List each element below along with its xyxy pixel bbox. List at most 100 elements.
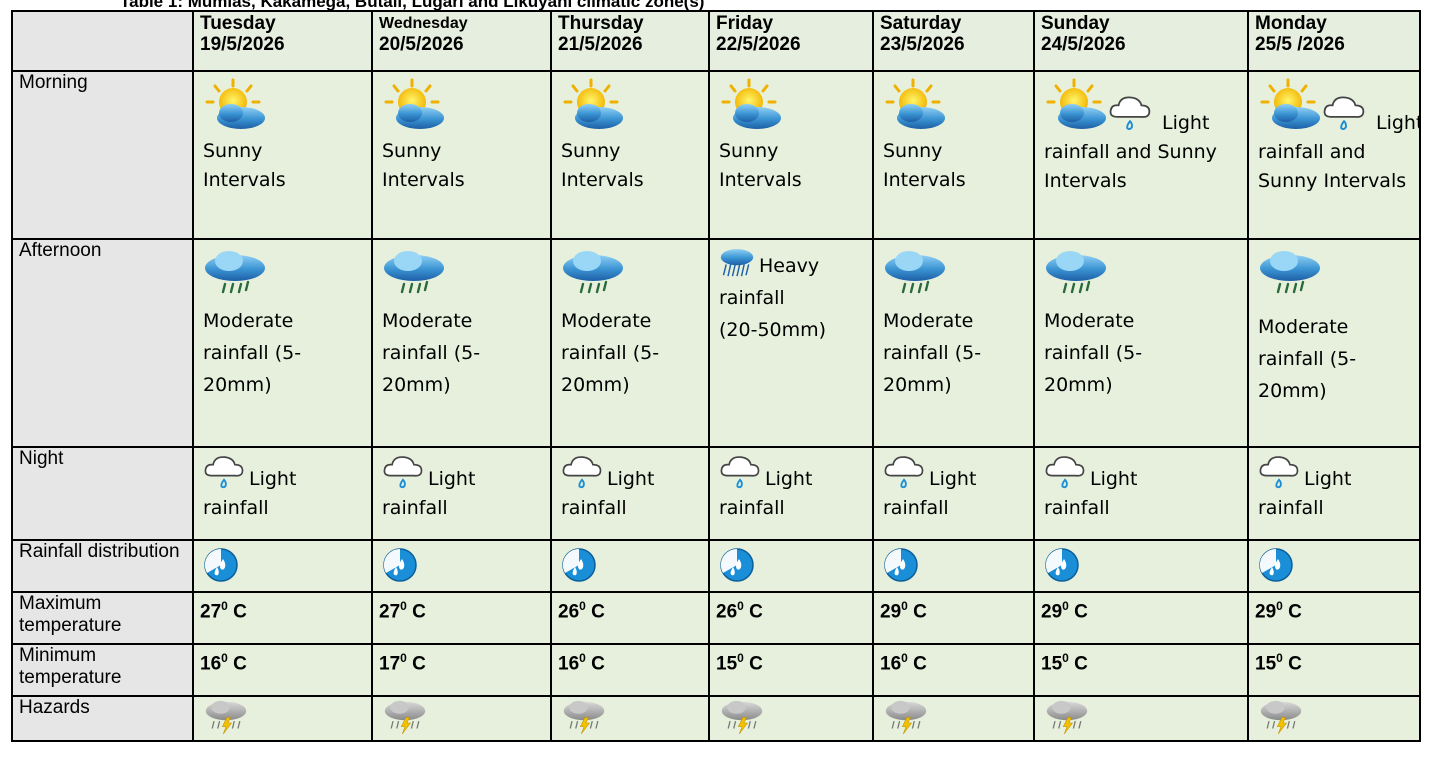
min-temp-cell-wednesday: 170 C	[371, 643, 552, 697]
sunny-intervals-icon	[382, 78, 549, 137]
morning-text: Sunny Intervals	[719, 140, 802, 191]
afternoon-cell-friday: Heavy rainfall (20-50mm)	[708, 238, 874, 448]
day-name: Sunday	[1041, 13, 1110, 34]
morning-cell-thursday: Sunny Intervals	[550, 70, 710, 240]
sunny-intervals-icon	[1044, 78, 1108, 137]
min-temp-value: 16	[558, 653, 580, 675]
afternoon-text: Moderate rainfall (5-20mm)	[883, 310, 982, 396]
degree-sign: 0	[579, 651, 586, 665]
day-date: 22/5/2026	[716, 34, 801, 55]
day-name: Monday	[1255, 13, 1327, 34]
hazards-cell-tuesday	[192, 695, 373, 742]
max-temp-cell-wednesday: 270 C	[371, 591, 552, 645]
min-temp-cell-tuesday: 160 C	[192, 643, 373, 697]
thunderstorm-hazard-icon	[1044, 699, 1246, 739]
rainfall-distribution-icon	[719, 547, 871, 588]
degree-sign: 0	[1276, 651, 1283, 665]
afternoon-cell-thursday: Moderate rainfall (5-20mm)	[550, 238, 710, 448]
hazards-cell-sunday	[1033, 695, 1249, 742]
afternoon-cell-saturday: Moderate rainfall (5-20mm)	[872, 238, 1035, 448]
morning-text: Sunny Intervals	[561, 140, 644, 191]
rainfall-distribution-icon	[203, 547, 370, 588]
min-temp-value: 15	[1041, 653, 1063, 675]
degree-sign: 0	[1062, 599, 1069, 613]
rainfall-distribution-cell-wednesday	[371, 539, 552, 593]
moderate-rain-icon	[883, 248, 1032, 305]
degree-sign: 0	[737, 599, 744, 613]
max-temp-cell-monday: 290 C	[1247, 591, 1421, 645]
temp-unit: C	[1288, 601, 1302, 623]
light-rain-icon	[883, 452, 1032, 495]
night-text: Light rainfall	[1258, 468, 1352, 519]
temp-unit: C	[749, 653, 763, 675]
morning-cell-saturday: Sunny Intervals	[872, 70, 1035, 240]
night-cell-friday: Light rainfall	[708, 446, 874, 541]
temp-unit: C	[591, 653, 605, 675]
night-text: Light rainfall	[719, 468, 813, 519]
morning-text-block: Light rainfall and Sunny Intervals	[1044, 109, 1229, 196]
max-temp-value: 27	[379, 601, 401, 623]
min-temp-value: 17	[379, 653, 401, 675]
night-cell-tuesday: Light rainfall	[192, 446, 373, 541]
temp-unit: C	[591, 601, 605, 623]
night-text: Light rainfall	[382, 468, 476, 519]
rainfall-distribution-cell-sunday	[1033, 539, 1249, 593]
morning-text: Light rainfall and Sunny Intervals	[1044, 112, 1217, 192]
temp-unit: C	[233, 653, 247, 675]
morning-cell-wednesday: Sunny Intervals	[371, 70, 552, 240]
row-label-hazards: Hazards	[11, 695, 194, 742]
morning-cell-tuesday: Sunny Intervals	[192, 70, 373, 240]
temp-unit: C	[1288, 653, 1302, 675]
sunny-intervals-icon	[1258, 78, 1322, 137]
degree-sign: 0	[400, 599, 407, 613]
row-label-rainfall-distribution: Rainfall distribution	[11, 539, 194, 593]
row-label-maximum-temperature: Maximum temperature	[11, 591, 194, 645]
temp-unit: C	[412, 653, 426, 675]
temp-unit: C	[913, 601, 927, 623]
max-temp-cell-sunday: 290 C	[1033, 591, 1249, 645]
afternoon-text: Moderate rainfall (5-20mm)	[382, 310, 481, 396]
min-temp-value: 15	[716, 653, 738, 675]
morning-text: Sunny Intervals	[203, 140, 286, 191]
hazards-cell-thursday	[550, 695, 710, 742]
max-temp-value: 29	[880, 601, 902, 623]
max-temp-cell-saturday: 290 C	[872, 591, 1035, 645]
night-cell-saturday: Light rainfall	[872, 446, 1035, 541]
temp-unit: C	[1074, 601, 1088, 623]
degree-sign: 0	[737, 651, 744, 665]
day-name: Tuesday	[200, 13, 276, 34]
light-rain-icon	[561, 452, 707, 495]
max-temp-cell-thursday: 260 C	[550, 591, 710, 645]
afternoon-text: Moderate rainfall (5-20mm)	[1044, 310, 1143, 396]
morning-cell-monday: Light rainfall and Sunny Intervals	[1247, 70, 1421, 240]
day-date: 21/5/2026	[558, 34, 643, 55]
moderate-rain-icon	[1258, 248, 1418, 305]
moderate-rain-icon	[203, 248, 370, 305]
afternoon-cell-sunday: Moderate rainfall (5-20mm)	[1033, 238, 1249, 448]
night-text: Light rainfall	[883, 468, 977, 519]
row-label-night: Night	[11, 446, 194, 541]
temp-unit: C	[749, 601, 763, 623]
day-name: Thursday	[558, 13, 644, 34]
night-text: Light rainfall	[1044, 468, 1138, 519]
header-corner	[11, 10, 194, 72]
thunderstorm-hazard-icon	[203, 699, 370, 739]
moderate-rain-icon	[1044, 248, 1246, 305]
morning-text: Light rainfall and Sunny Intervals	[1258, 112, 1420, 192]
rainfall-distribution-cell-tuesday	[192, 539, 373, 593]
light-rain-icon	[719, 452, 871, 495]
day-date: 25/5 /2026	[1255, 34, 1345, 55]
day-date: 24/5/2026	[1041, 34, 1126, 55]
morning-text: Sunny Intervals	[382, 140, 465, 191]
degree-sign: 0	[901, 651, 908, 665]
light-rain-icon	[382, 452, 549, 495]
degree-sign: 0	[1276, 599, 1283, 613]
rainfall-distribution-cell-saturday	[872, 539, 1035, 593]
